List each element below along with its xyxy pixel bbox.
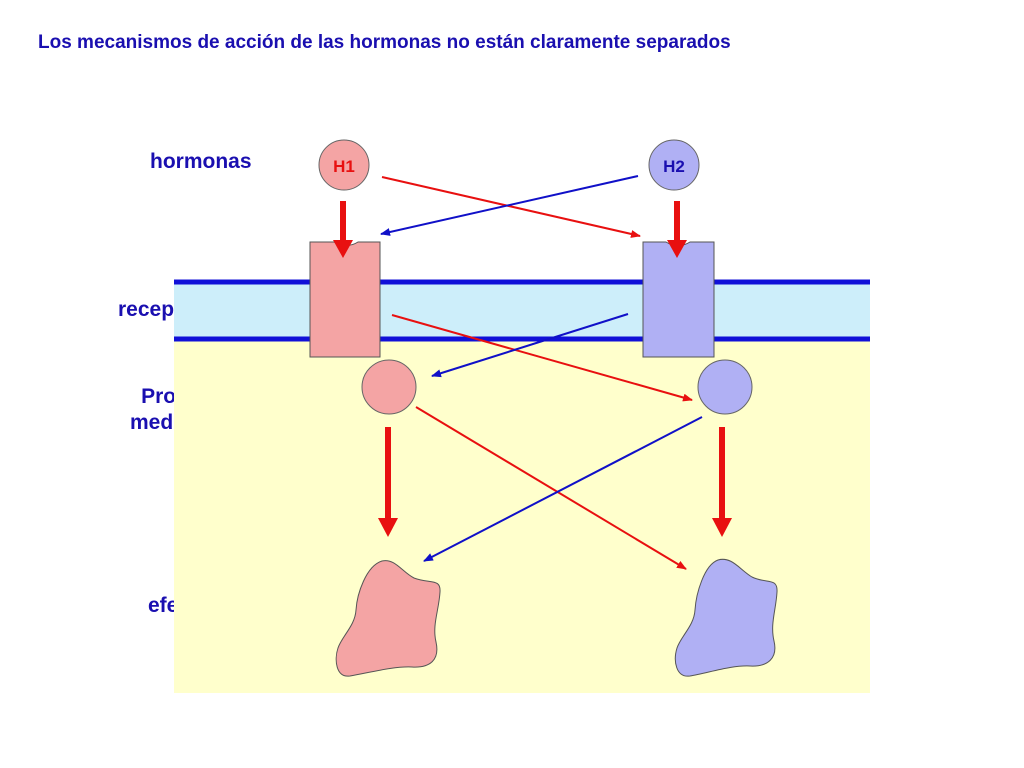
cross-arrow-mediator1-to-effector2 bbox=[415, 406, 687, 570]
hormone-h2 bbox=[648, 139, 700, 191]
cross-arrow-mediator2-to-effector1 bbox=[423, 416, 703, 562]
hormone-h1-label: H1 bbox=[333, 157, 355, 176]
hormone-h2-label: H2 bbox=[663, 157, 685, 176]
direct-arrow-mediator1-effector bbox=[378, 427, 398, 537]
direct-arrow-h1-receptor bbox=[333, 201, 353, 258]
receptor-2 bbox=[642, 241, 715, 358]
mediator-protein-2 bbox=[697, 359, 753, 415]
cross-arrow-receptor2-to-mediator1 bbox=[431, 313, 629, 378]
effector-1 bbox=[335, 560, 441, 677]
membrane-band bbox=[174, 282, 870, 339]
cross-arrow-h2-to-receptor1 bbox=[380, 175, 639, 236]
direct-arrow-h2-receptor bbox=[667, 201, 687, 258]
hormone-h1 bbox=[318, 139, 370, 191]
page-title: Los mecanismos de acción de las hormonas… bbox=[38, 32, 731, 53]
hormonas-label: hormonas bbox=[150, 150, 252, 173]
cross-arrow-h1-to-receptor2 bbox=[381, 176, 641, 238]
mediator-protein-1 bbox=[361, 359, 417, 415]
cross-arrow-receptor1-to-mediator2 bbox=[391, 314, 693, 402]
effector-2 bbox=[674, 558, 778, 677]
receptor-1 bbox=[309, 241, 381, 358]
direct-arrow-mediator2-effector bbox=[712, 427, 732, 537]
